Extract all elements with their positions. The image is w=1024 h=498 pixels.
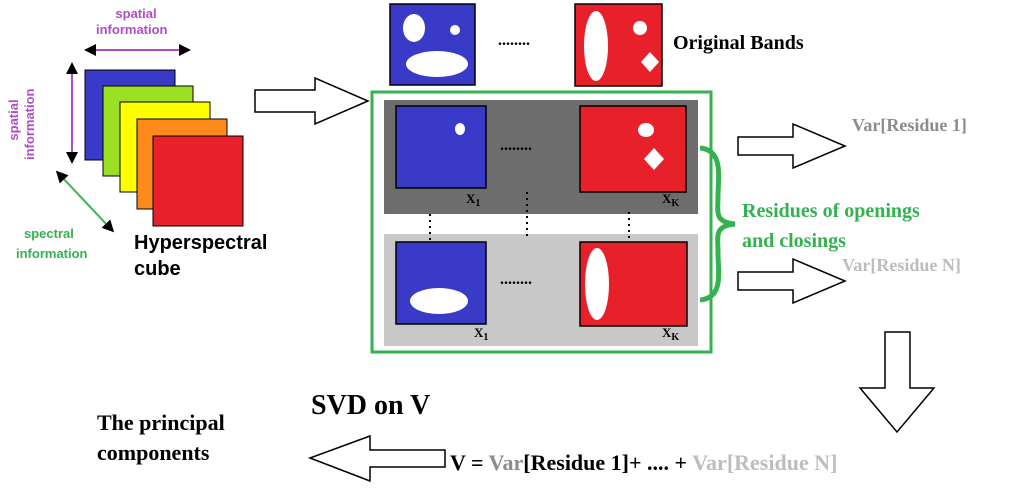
- spectral-info-label: spectral information: [16, 224, 88, 264]
- original-band-red: [574, 3, 663, 87]
- eq-residue-1: [Residue 1]: [523, 450, 629, 475]
- vertical-ellipsis: [429, 192, 630, 240]
- residue-closing-blue: [395, 241, 487, 325]
- x-sub: K: [671, 198, 680, 209]
- cube-to-box-arrow: [254, 76, 370, 126]
- residues-line-2: and closings: [742, 230, 846, 252]
- x-base: X: [474, 325, 484, 340]
- spatial-info-left-label: spatial information: [6, 80, 38, 161]
- var-residue-1-label: Var[Residue 1]: [852, 116, 967, 134]
- residues-label: Residues of openings and closings: [742, 196, 920, 256]
- original-band-blue: [389, 3, 476, 86]
- spatial-top-line-1: spatial: [115, 6, 157, 21]
- x-sub: 1: [475, 198, 481, 209]
- arrow-to-var-residue-1: [737, 122, 847, 170]
- svd-label: SVD on V: [311, 390, 431, 421]
- closing-xk-label: XK: [662, 326, 679, 343]
- cube-layer-red: [152, 135, 244, 227]
- residue-closing-red: [579, 241, 688, 327]
- closing-x1-label: X1: [474, 326, 488, 343]
- principal-line-2: components: [97, 440, 210, 465]
- arrow-to-var-residue-n: [737, 257, 847, 305]
- svd-equation: V = Var[Residue 1]+ .... + Var[Residue N…: [450, 452, 837, 474]
- x-base: X: [466, 191, 476, 206]
- spectral-line-1: spectral: [24, 226, 74, 241]
- spatial-top-line-2: information: [96, 22, 168, 37]
- principal-components-label: The principal components: [97, 408, 225, 468]
- hyperspectral-cube-label: Hyperspectral cube: [134, 230, 267, 282]
- original-bands-label: Original Bands: [673, 32, 804, 54]
- eq-var-n: Var: [692, 450, 727, 475]
- principal-line-1: The principal: [97, 410, 225, 435]
- openings-ellipsis: ........: [500, 137, 532, 154]
- equation-prefix: V =: [450, 450, 489, 475]
- residue-n-word: [Residue N]: [870, 255, 961, 275]
- hyperspectral-line-2: cube: [134, 258, 181, 280]
- x-sub: 1: [483, 332, 489, 343]
- spatial-left-line-1: spatial: [6, 99, 21, 141]
- eq-var-1: Var: [488, 450, 524, 475]
- opening-xk-label: XK: [662, 192, 679, 209]
- spatial-info-top-label: spatial information: [96, 6, 176, 38]
- equation-middle: + .... +: [629, 450, 693, 475]
- hyperspectral-cube: [84, 69, 244, 227]
- x-sub: K: [671, 332, 680, 343]
- bands-ellipsis: ........: [498, 32, 530, 49]
- x-base: X: [662, 325, 672, 340]
- hyperspectral-line-1: Hyperspectral: [134, 232, 268, 254]
- eq-residue-n: [Residue N]: [726, 450, 838, 475]
- var-word: Var: [852, 115, 881, 135]
- residues-line-1: Residues of openings: [742, 200, 920, 222]
- arrow-to-principal-components: [307, 434, 446, 483]
- var-residue-n-label: Var[Residue N]: [842, 256, 961, 274]
- residue-opening-blue: [395, 105, 487, 189]
- residue-1-word: [Residue 1]: [880, 115, 967, 135]
- spectral-line-2: information: [16, 246, 88, 261]
- down-arrow: [858, 331, 936, 434]
- spatial-left-line-2: information: [22, 88, 37, 161]
- curly-brace: [699, 145, 736, 303]
- x-base: X: [662, 191, 672, 206]
- residue-opening-red: [579, 105, 687, 193]
- opening-x1-label: X1: [466, 192, 480, 209]
- spectral-arrow: [55, 170, 115, 233]
- closings-ellipsis: ........: [500, 271, 532, 288]
- var-word: Var: [842, 255, 871, 275]
